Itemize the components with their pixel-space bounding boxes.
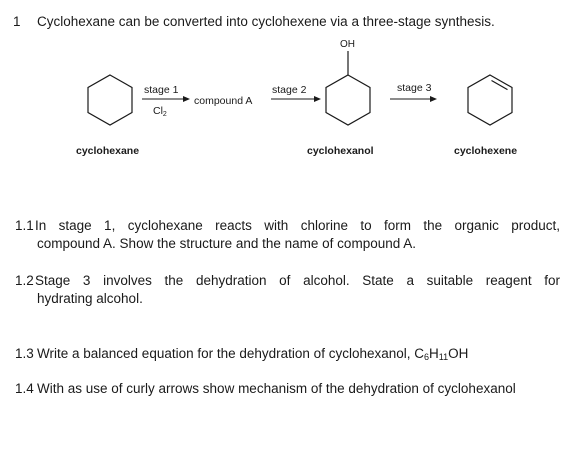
cyclohexene-name: cyclohexene (454, 145, 517, 157)
reaction-scheme: stage 1 Cl2 compound A stage 2 OH stage … (76, 39, 517, 157)
cyclohexene-ring (467, 74, 513, 126)
cyclohexane-name: cyclohexane (76, 145, 139, 157)
cyclohexanol-ring (325, 74, 371, 126)
stage2-arrowhead (314, 96, 321, 102)
part-text-line: compound A. Show the structure and the n… (37, 236, 416, 251)
formula-part: H (429, 346, 439, 361)
formula-part: OH (448, 346, 469, 361)
part-1-4: 1.4 With as use of curly arrows show mec… (15, 380, 560, 398)
formula-sub: 11 (438, 352, 449, 362)
stage3-label: stage 3 (397, 82, 432, 94)
stage2-label: stage 2 (272, 84, 307, 96)
compound-a-label: compound A (194, 95, 252, 107)
cyclohexanol-name: cyclohexanol (307, 145, 374, 157)
part-1-3: 1.3 Write a balanced equation for the de… (15, 345, 560, 366)
formula-sub: 6 (424, 352, 430, 362)
part-1-1: 1.1 In stage 1, cyclohexane reacts with … (15, 217, 560, 253)
part-number: 1.3 (15, 346, 34, 361)
part-number: 1.2 (15, 273, 34, 288)
part-text: Write a balanced equation for the dehydr… (37, 346, 424, 361)
part-text-line: In stage 1, cyclohexane reacts with chlo… (35, 218, 560, 233)
cyclohexane-ring (87, 74, 133, 126)
cyclohexene-double-bond (491, 79, 508, 91)
part-text-line: hydrating alcohol. (37, 291, 143, 306)
question-intro: Cyclohexane can be converted into cycloh… (37, 14, 495, 29)
part-text-line: Stage 3 involves the dehydration of alco… (35, 273, 560, 288)
stage1-label: stage 1 (144, 84, 179, 96)
part-text: With as use of curly arrows show mechani… (37, 381, 516, 396)
stage3-arrowhead (430, 96, 437, 102)
hydroxyl-group: OH (340, 39, 355, 50)
part-1-2: 1.2 Stage 3 involves the dehydration of … (15, 272, 560, 308)
question-number: 1 (13, 14, 21, 29)
stage1-arrowhead (183, 96, 190, 102)
stage1-reagent: Cl2 (153, 105, 167, 118)
part-number: 1.1 (15, 218, 34, 233)
part-number: 1.4 (15, 381, 34, 396)
